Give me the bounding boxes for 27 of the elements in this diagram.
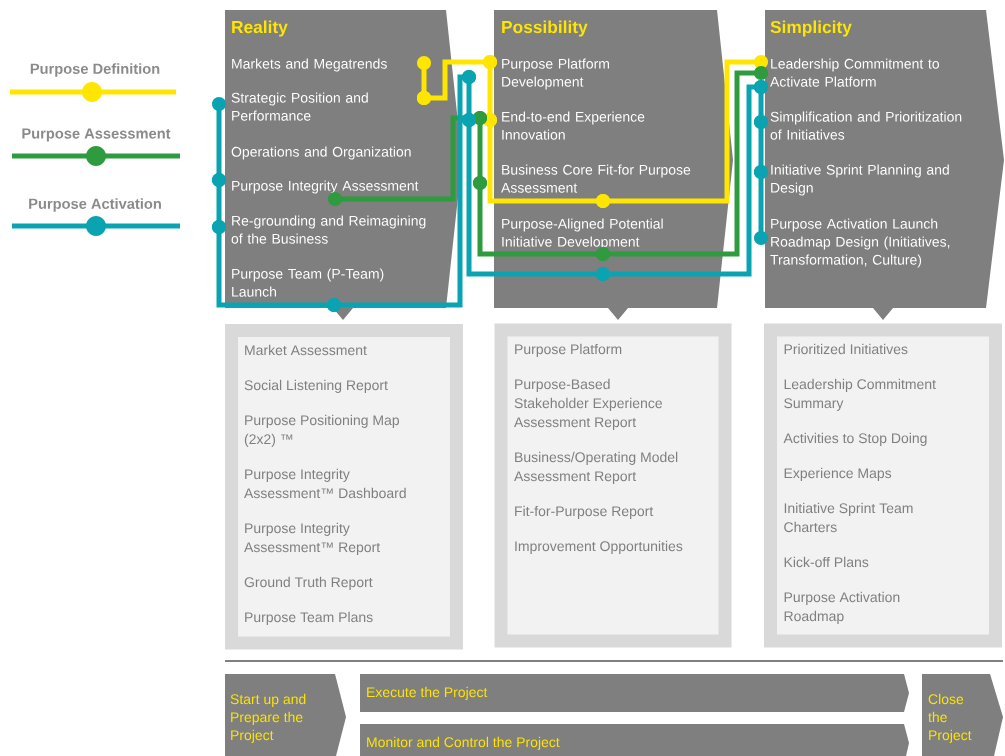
activity-text: Markets and Megatrends [232, 58, 387, 72]
activity-text: Re-grounding and Reimagining of the Business [231, 215, 426, 244]
activity-text: Operations and Organization [231, 146, 411, 160]
deliverables-box: Purpose Platform Purpose-Based Stakeholder Experience Assessment Report Business/Operating Model Assessment Report Fit-for-Purpose Report Improvement Opportunities [494, 323, 732, 648]
activity-text: Purpose Platform Development [502, 58, 609, 90]
activity-text: Strategic Position and Performance [231, 92, 368, 121]
activity-text: Business Core Fit-for Purpose Assessment [501, 164, 691, 193]
activity-text: End-to-end Experience Innovation [502, 111, 645, 140]
route-line [596, 66, 768, 261]
activity-text: Purpose Integrity Assessment [232, 180, 419, 194]
process-band: Monitor and Control the Project [360, 724, 909, 756]
deliverables-box: Prioritized Initiatives Leadership Commitment Summary Activities to Stop Doing Experience Maps Initiative Sprint Team Charters Kick-off Plans Purpose Activation Roadmap [764, 323, 1002, 648]
process-band: Start up and Prepare the Project [225, 674, 346, 756]
activity-text: Simplification and Prioritization of Initiatives [770, 111, 962, 140]
deliverables-box: Market Assessment Social Listening Report Purpose Positioning Map (2x2) ™ Purpose Integrity Assessment™ Dashboard Purpose Integrity Assessment™ Report Ground Truth Report Purpose Team Plans [225, 324, 463, 650]
activity-text: Purpose Team (P-Team) Launch [232, 268, 384, 297]
legend-label: Purpose Definition [30, 63, 160, 77]
activity-text: Leadership Commitment to Activate Platform [770, 58, 939, 87]
activity-text: Purpose Activation Launch Roadmap Design (Initiatives, Transformation, Culture) [770, 218, 950, 268]
process-band: Execute the Project [360, 674, 909, 712]
route-line [754, 165, 768, 245]
activity-text: Initiative Sprint Planning and Design [771, 164, 949, 196]
legend-label: Purpose Assessment [22, 128, 171, 142]
process-band: Close the Project [922, 674, 1003, 756]
route-line [596, 55, 768, 208]
activity-text: Purpose-Aligned Potential Initiative Development [502, 218, 663, 250]
legend-label: Purpose Activation [29, 198, 161, 212]
